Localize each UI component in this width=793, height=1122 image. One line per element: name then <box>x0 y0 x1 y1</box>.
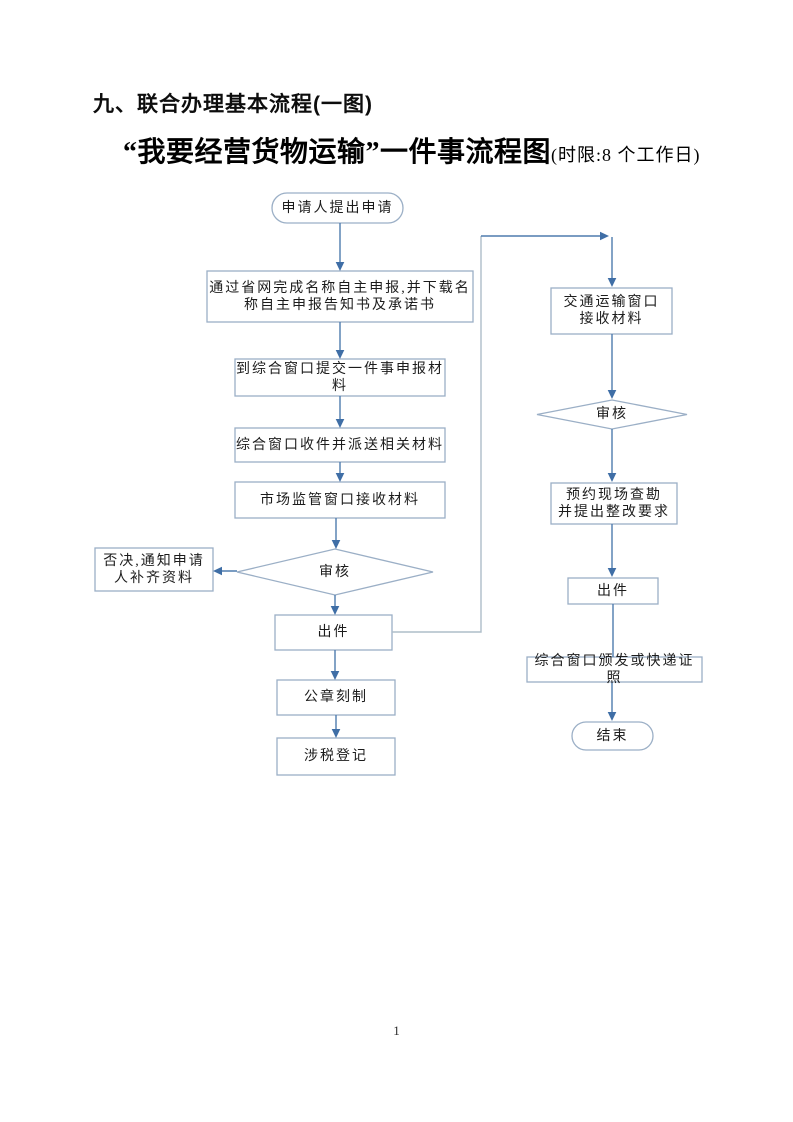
flowchart-title: “我要经营货物运输”一件事流程图(时限:8 个工作日) <box>123 130 701 170</box>
arrowhead-review-to-reject <box>213 566 222 576</box>
arrowhead-review-to-survey <box>607 473 617 482</box>
node-self-declare-shape <box>206 270 474 323</box>
node-site-survey-shape <box>550 482 678 525</box>
arrowhead-jtys-to-review <box>607 390 617 399</box>
node-review-jtys-shape <box>536 399 688 430</box>
node-deliver-license-shape <box>526 656 703 683</box>
node-review-scjg-shape <box>236 548 434 596</box>
arrowhead-self-declare-to-submit <box>335 350 345 359</box>
node-reject-notice-shape <box>94 547 214 592</box>
arrowhead-issue-to-seal <box>330 671 340 680</box>
node-start-shape <box>271 192 404 224</box>
node-issue-scjg-shape <box>274 614 393 651</box>
page-number: 1 <box>393 1023 400 1038</box>
arrowhead-issue-to-jtys-horizontal <box>600 231 609 241</box>
node-scjg-receive-shape <box>234 481 446 519</box>
arrowhead-dispatch-to-scjg <box>335 473 345 482</box>
arrowhead-into-jtys <box>607 278 617 287</box>
node-issue-jtys-shape <box>567 577 659 605</box>
arrowhead-scjg-to-review <box>331 540 341 549</box>
arrowhead-seal-to-tax <box>331 729 341 738</box>
node-dispatch-materials-shape <box>234 427 446 463</box>
arrowhead-deliver-to-end <box>607 712 617 721</box>
node-end-shape <box>571 721 654 751</box>
flowchart-title-main: “我要经营货物运输”一件事流程图 <box>123 137 552 168</box>
arrowhead-submit-to-dispatch <box>335 419 345 428</box>
node-tax-register-shape <box>276 737 396 776</box>
node-seal-carving-shape <box>276 679 396 716</box>
connector-issue-to-jtys-elbow <box>392 236 482 633</box>
arrowhead-survey-to-issue <box>607 568 617 577</box>
node-submit-materials-shape <box>234 358 446 397</box>
flowchart-title-note: (时限:8 个工作日) <box>551 145 701 165</box>
arrowhead-start-to-self-declare <box>335 262 345 271</box>
arrowhead-review-to-issue <box>330 606 340 615</box>
node-jtys-receive-shape <box>550 287 673 335</box>
section-heading: 九、联合办理基本流程(一图) <box>93 93 373 116</box>
